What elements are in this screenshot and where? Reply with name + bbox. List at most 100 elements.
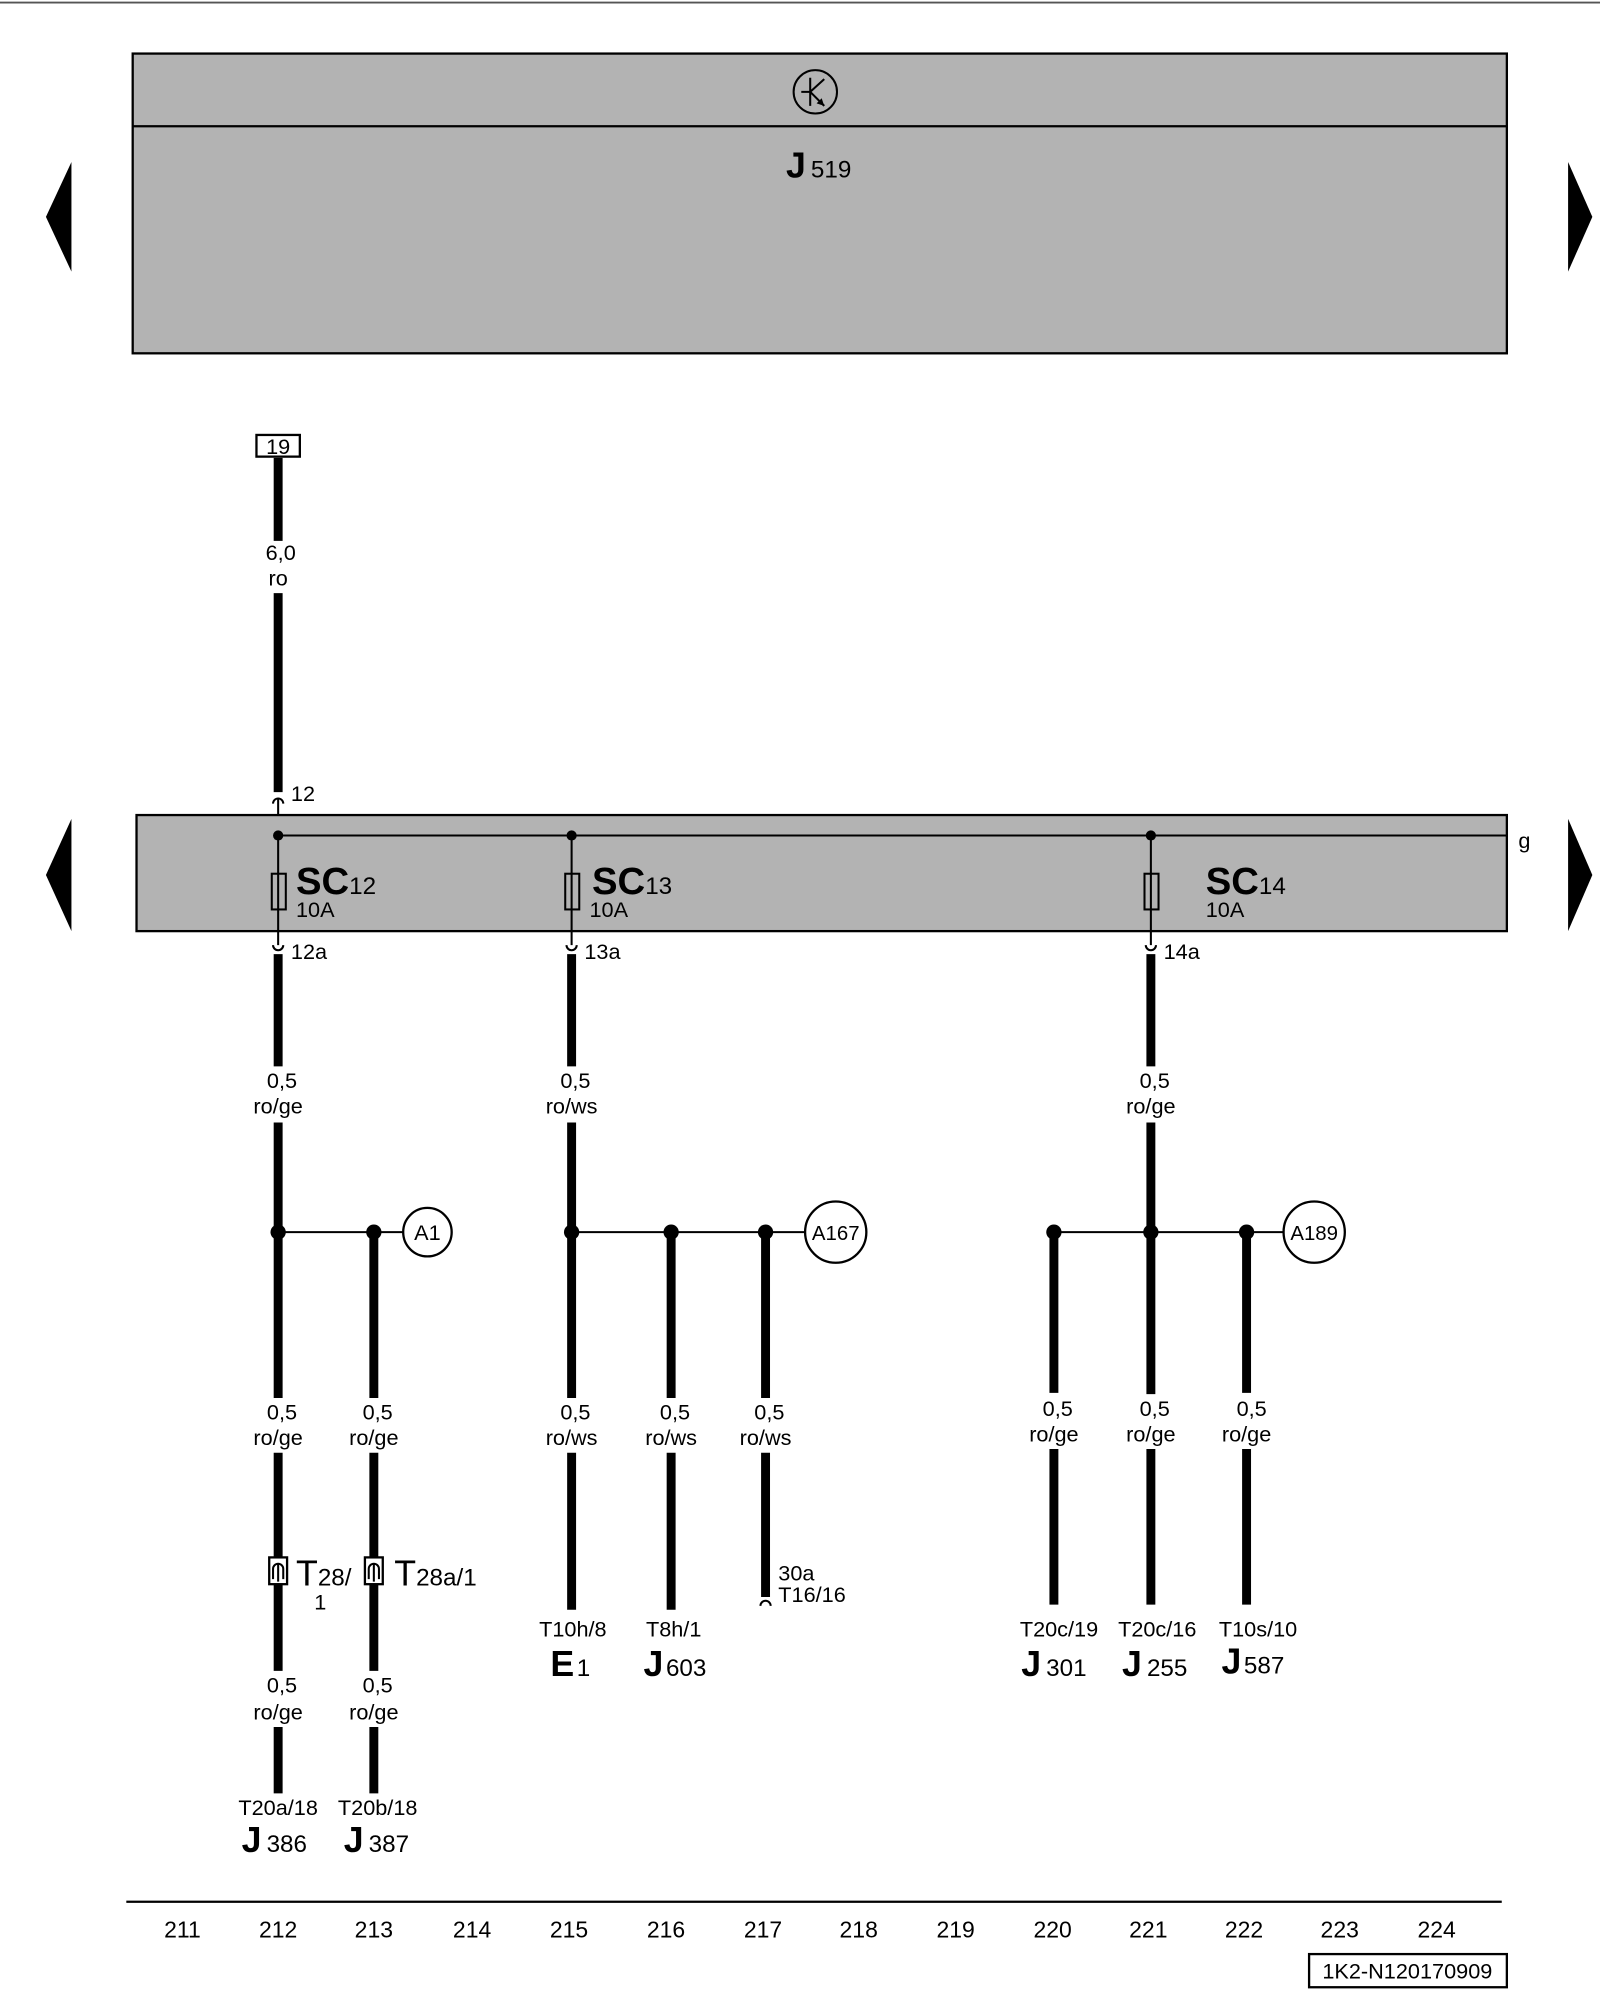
component-number: 386	[267, 1831, 307, 1858]
wire-color-label: ro/ws	[546, 1425, 598, 1450]
junction-label: A167	[812, 1223, 860, 1245]
component-number: 255	[1147, 1655, 1187, 1682]
junction-marker	[402, 1206, 453, 1258]
wire-size-label: 6,0	[266, 540, 296, 565]
wire-color-label: ro/ge	[253, 1699, 302, 1724]
arrow-left-icon[interactable]	[45, 818, 72, 932]
track-number: 222	[1225, 1917, 1263, 1943]
fuse-symbol-icon	[1143, 872, 1160, 911]
control-unit-letter: J	[786, 145, 806, 185]
connector-label: T28a/1	[394, 1553, 476, 1593]
wire-size-label: 0,5	[754, 1400, 784, 1425]
component-letter: E	[550, 1644, 574, 1684]
component-letter: J	[242, 1820, 262, 1860]
connector-label: T28/	[296, 1553, 352, 1593]
fuse-letters: SC	[296, 860, 349, 903]
junction-label: A189	[1290, 1223, 1338, 1245]
connector-id-line2: 1	[314, 1590, 326, 1615]
fuse-letters: SC	[592, 860, 645, 903]
connector-pin-icon	[565, 944, 578, 952]
track-ruler: 211 212 213 214 215 216 217 218 219 220 …	[126, 1900, 1502, 1943]
pin-label: T20c/16	[1118, 1616, 1196, 1641]
wire-size-label: 0,5	[1140, 1396, 1170, 1421]
component-number: 387	[369, 1831, 409, 1858]
pin-label: T10h/8	[539, 1616, 606, 1641]
supply-feed: 19 6,0 ro 12	[255, 433, 315, 836]
track-number: 212	[259, 1917, 297, 1943]
connector-id: 28/	[318, 1564, 352, 1591]
pin-label: T10s/10	[1219, 1616, 1297, 1641]
wire-size-label: 0,5	[560, 1400, 590, 1425]
fuse-symbol-icon	[270, 872, 287, 911]
junction-dot	[1143, 1224, 1159, 1240]
track-number: 214	[453, 1917, 492, 1943]
bus-label: g	[1518, 828, 1530, 853]
track-number: 211	[164, 1917, 201, 1943]
pin-label: T20b/18	[338, 1795, 418, 1820]
component-number: 587	[1244, 1652, 1284, 1679]
connector-pin-icon	[759, 1599, 772, 1607]
component-letter: J	[1222, 1641, 1242, 1681]
plug-connector-icon	[363, 1556, 384, 1586]
wire-size-label: 0,5	[1237, 1396, 1267, 1421]
component-number: 1	[577, 1655, 590, 1682]
wire-size-label: 0,5	[363, 1673, 393, 1698]
junction-marker	[1282, 1200, 1346, 1264]
wire-color-label: ro/ge	[349, 1699, 398, 1724]
junction-marker	[803, 1200, 868, 1264]
fuse-pin-out: 13a	[584, 939, 621, 964]
fuse-name: SC12	[296, 860, 376, 903]
circuit-sc12: 0,5 ro/ge A1 0,5 ro/ge T28/ 1 0,5 ro/ge …	[238, 954, 477, 1860]
wire-color-label: ro/ge	[1222, 1421, 1271, 1446]
fuse-rating: 10A	[1206, 897, 1245, 922]
wire-size-label: 0,5	[267, 1068, 297, 1093]
pin-label: T20c/19	[1020, 1616, 1098, 1641]
junction-dot	[563, 1224, 580, 1240]
arrow-left-icon[interactable]	[45, 161, 72, 272]
connector-letter: T	[296, 1553, 318, 1593]
component-letter: J	[644, 1644, 664, 1684]
pin-label: T20a/18	[238, 1795, 318, 1820]
fuse-pin-out: 14a	[1164, 939, 1201, 964]
junction-dot	[270, 1224, 286, 1240]
wire-size-label: 0,5	[660, 1400, 690, 1425]
terminal-label: 19	[266, 434, 290, 459]
track-number: 221	[1129, 1917, 1167, 1943]
plug-connector-icon	[268, 1556, 289, 1586]
pin-label: 30a	[778, 1560, 815, 1585]
arrow-right-icon[interactable]	[1568, 161, 1593, 272]
wire-size-label: 0,5	[1043, 1396, 1073, 1421]
fuse-name: SC14	[1206, 860, 1286, 903]
fuse-symbol-icon	[564, 872, 581, 911]
fuse-rating: 10A	[296, 897, 335, 922]
fuse-pin-out: 12a	[291, 939, 328, 964]
track-number: 217	[744, 1917, 782, 1943]
wire-color-label: ro	[269, 565, 288, 590]
wire-size-label: 0,5	[560, 1068, 590, 1093]
wire-color-label: ro/ge	[253, 1425, 302, 1450]
fuse-letters: SC	[1206, 860, 1259, 903]
component-number: 603	[666, 1655, 706, 1682]
track-number: 218	[840, 1917, 878, 1943]
control-unit-symbol-icon	[792, 69, 839, 115]
connector-pin-icon	[272, 944, 285, 952]
fuse-carrier-box	[135, 813, 1509, 933]
wire-color-label: ro/ws	[546, 1094, 598, 1119]
wire-color-label: ro/ws	[645, 1425, 697, 1450]
wire-color-label: ro/ge	[1029, 1421, 1078, 1446]
component-letter: J	[1122, 1644, 1142, 1684]
fuse-number: 14	[1259, 873, 1286, 900]
component-number: 301	[1046, 1655, 1086, 1682]
track-number: 213	[355, 1917, 393, 1943]
arrow-right-icon[interactable]	[1568, 818, 1593, 932]
wire-color-label: ro/ws	[740, 1425, 792, 1450]
fuse-rating: 10A	[589, 897, 628, 922]
wire-color-label: ro/ge	[1126, 1421, 1175, 1446]
control-unit-box	[131, 52, 1509, 355]
